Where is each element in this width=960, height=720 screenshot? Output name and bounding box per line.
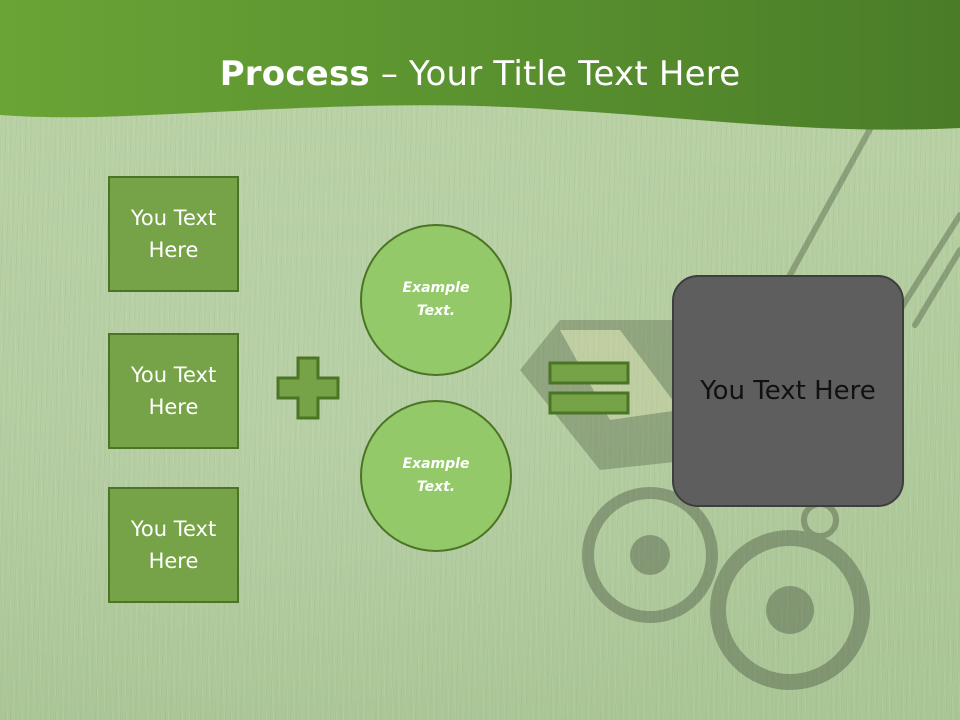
input-box-1-label: You Text Here — [130, 206, 217, 262]
example-circle-2-label: Example Text. — [402, 456, 470, 495]
plus-icon — [276, 356, 340, 420]
input-box-3-label: You Text Here — [130, 517, 217, 573]
title-rest: – Your Title Text Here — [369, 54, 741, 94]
equals-icon — [548, 361, 630, 415]
slide-title: Process – Your Title Text Here — [0, 52, 960, 96]
example-circle-1: Example Text. — [360, 224, 512, 376]
title-bold: Process — [219, 54, 370, 94]
input-box-2-label: You Text Here — [130, 363, 217, 419]
example-circle-2: Example Text. — [360, 400, 512, 552]
input-box-2: You Text Here — [108, 333, 239, 449]
result-box: You Text Here — [672, 275, 904, 507]
result-box-label: You Text Here — [700, 376, 876, 406]
header-banner — [0, 0, 960, 130]
example-circle-1-label: Example Text. — [402, 280, 470, 319]
input-box-1: You Text Here — [108, 176, 239, 292]
input-box-3: You Text Here — [108, 487, 239, 603]
